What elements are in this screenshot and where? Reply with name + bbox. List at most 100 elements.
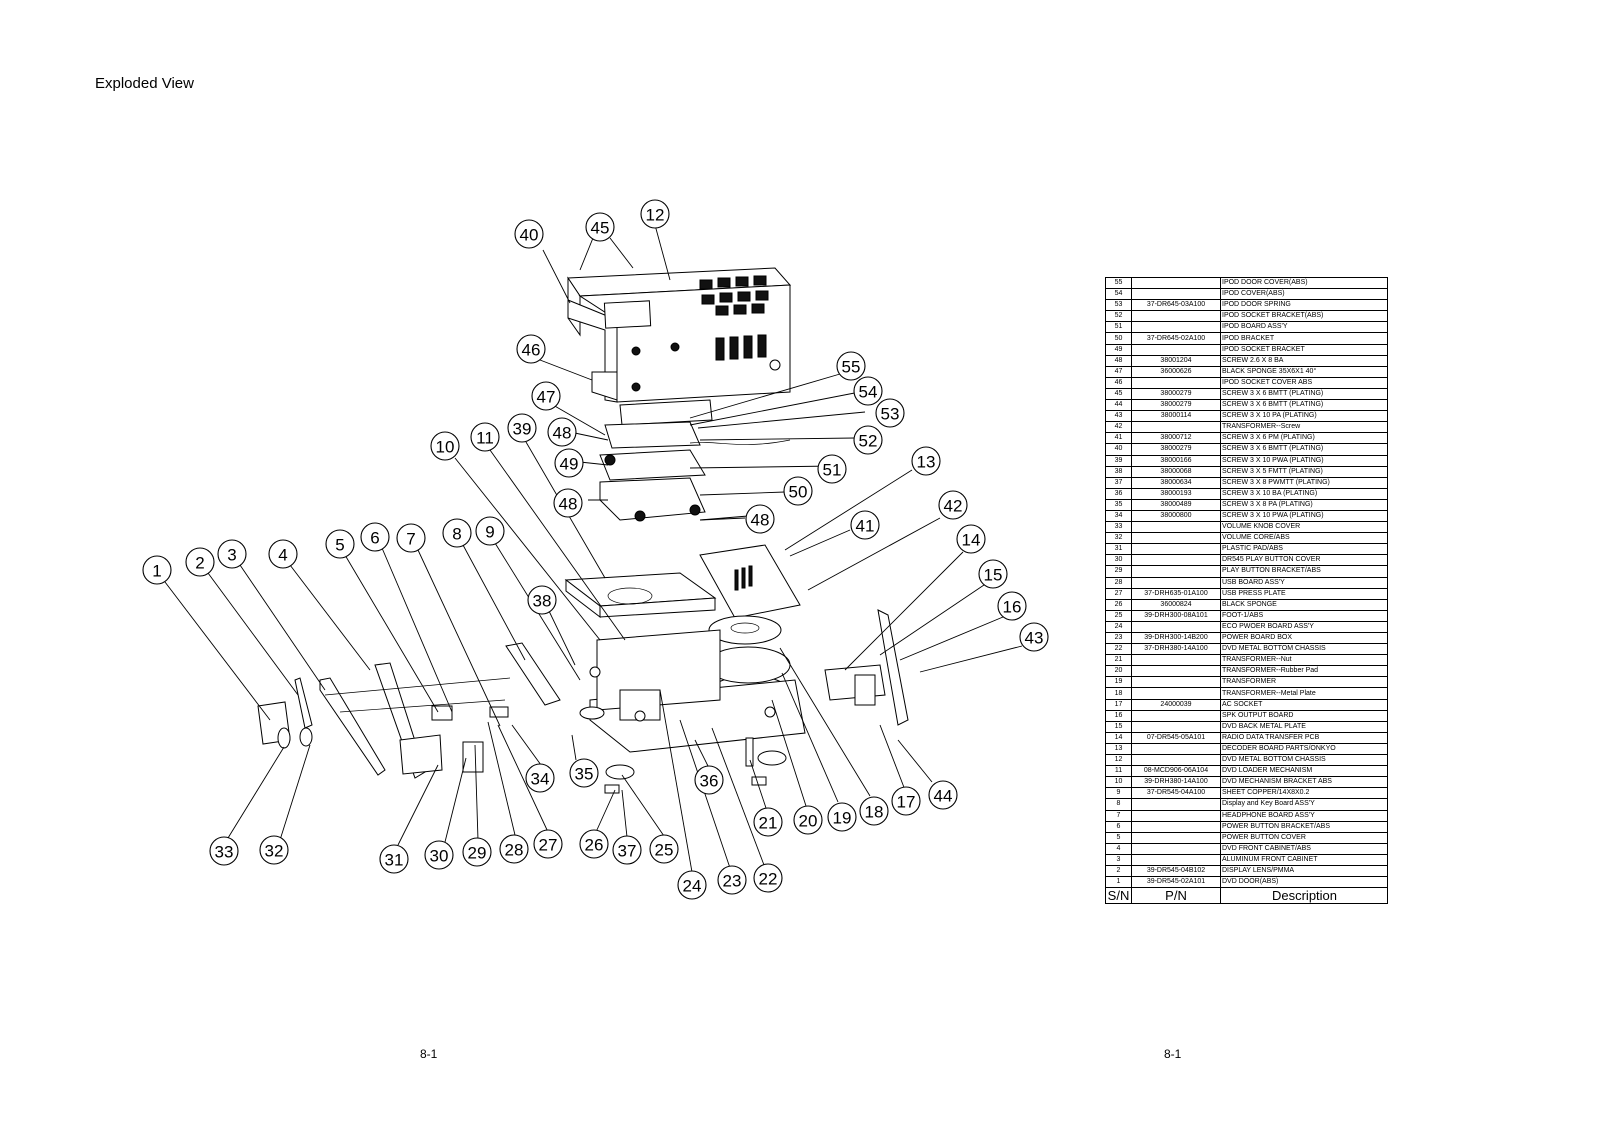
callout-circle <box>499 834 529 864</box>
callout-44: 44 <box>928 780 958 810</box>
cell-description: IPOD SOCKET BRACKET <box>1220 343 1388 356</box>
callout-35: 35 <box>569 758 599 788</box>
callout-27: 27 <box>533 829 563 859</box>
callout-circle <box>430 431 460 461</box>
cell-pn <box>1131 798 1221 811</box>
callout-48: 48 <box>745 504 775 534</box>
callout-label: 17 <box>897 793 916 812</box>
cell-description: SCREW 2.6 X 8 BA <box>1220 354 1388 367</box>
callout-circle <box>514 219 544 249</box>
cell-sn: 34 <box>1105 509 1132 523</box>
exploded-view-diagram: 1234567891011121314151617181920212223242… <box>142 199 1049 900</box>
callout-label: 16 <box>1003 598 1022 617</box>
callout-circle <box>379 844 409 874</box>
cell-description: DVD FRONT CABINET/ABS <box>1220 842 1388 855</box>
callout-circle <box>745 504 775 534</box>
cell-description: DR545 PLAY BUTTON COVER <box>1220 554 1388 567</box>
callout-12: 12 <box>640 199 670 229</box>
callout-circle <box>259 835 289 865</box>
callout-17: 17 <box>891 786 921 816</box>
cell-pn <box>1131 376 1221 389</box>
callout-circle <box>853 425 883 455</box>
cell-pn <box>1131 842 1221 855</box>
callout-circle <box>470 422 500 452</box>
callout-circle <box>640 199 670 229</box>
cell-pn: 38000166 <box>1131 454 1221 467</box>
cell-pn <box>1131 521 1221 534</box>
callout-16: 16 <box>997 591 1027 621</box>
cell-pn <box>1131 742 1221 756</box>
cell-pn <box>1131 321 1221 334</box>
callout-label: 3 <box>227 546 236 565</box>
callout-label: 31 <box>385 851 404 870</box>
callout-label: 11 <box>476 429 494 448</box>
callout-label: 21 <box>759 814 778 833</box>
cell-description: DVD DOOR(ABS) <box>1220 876 1388 889</box>
cell-sn: 51 <box>1105 321 1132 334</box>
callout-20: 20 <box>793 805 823 835</box>
cell-description: PLASTIC PAD/ABS <box>1220 543 1388 556</box>
cell-description: SCREW 3 X 8 PA (PLATING) <box>1220 498 1388 511</box>
cell-sn: 1 <box>1105 876 1132 889</box>
callout-label: 48 <box>553 424 572 443</box>
cell-description: VOLUME KNOB COVER <box>1220 521 1388 534</box>
cell-pn <box>1131 620 1221 634</box>
table-row: 30 DR545 PLAY BUTTON COVER <box>1105 554 1388 567</box>
callout-50: 50 <box>783 476 813 506</box>
callout-label: 42 <box>944 497 963 516</box>
cell-sn: 25 <box>1105 609 1132 622</box>
cell-pn: 39-DR545-04B102 <box>1131 864 1221 878</box>
cell-pn: 38000279 <box>1131 387 1221 401</box>
callout-circle <box>185 547 215 577</box>
callout-label: 19 <box>833 809 852 828</box>
callout-label: 37 <box>618 842 637 861</box>
callout-circle <box>531 381 561 411</box>
cell-description: BLACK SPONGE <box>1220 598 1388 611</box>
cell-sn: 43 <box>1105 410 1132 423</box>
cell-sn: 12 <box>1105 754 1132 767</box>
cell-sn: 52 <box>1105 310 1132 323</box>
callout-circle <box>569 758 599 788</box>
callout-circle <box>547 417 577 447</box>
callout-label: 49 <box>560 455 579 474</box>
callout-circle <box>677 870 707 900</box>
callout-1: 1 <box>142 555 172 585</box>
cell-description: IPOD DOOR SPRING <box>1220 299 1388 312</box>
cell-description: DVD BACK METAL PLATE <box>1220 720 1388 733</box>
cell-sn: 47 <box>1105 365 1132 378</box>
callout-label: 7 <box>406 530 415 549</box>
cell-description: VOLUME CORE/ABS <box>1220 532 1388 545</box>
callout-circle <box>507 413 537 443</box>
ipod-dock-assembly <box>591 371 791 522</box>
callout-13: 13 <box>911 446 941 476</box>
callout-circle <box>836 351 866 381</box>
callout-circle <box>978 559 1008 589</box>
cell-sn: 30 <box>1105 554 1132 567</box>
callout-6: 6 <box>360 522 390 552</box>
cell-sn: 7 <box>1105 809 1132 822</box>
cell-sn: 11 <box>1105 765 1132 778</box>
callout-label: 34 <box>531 770 550 789</box>
cell-sn: 3 <box>1105 853 1132 866</box>
callout-label: 48 <box>751 511 770 530</box>
cell-sn: 49 <box>1105 343 1132 356</box>
callout-19: 19 <box>827 802 857 832</box>
cell-description: IPOD COVER(ABS) <box>1220 288 1388 301</box>
callout-circle <box>997 591 1027 621</box>
cell-pn: 37-DR645-03A100 <box>1131 299 1221 312</box>
cell-pn <box>1131 831 1221 844</box>
cell-sn: 16 <box>1105 709 1132 722</box>
cell-pn: 37-DRH380-14A100 <box>1131 643 1221 656</box>
cell-sn: 10 <box>1105 776 1132 789</box>
